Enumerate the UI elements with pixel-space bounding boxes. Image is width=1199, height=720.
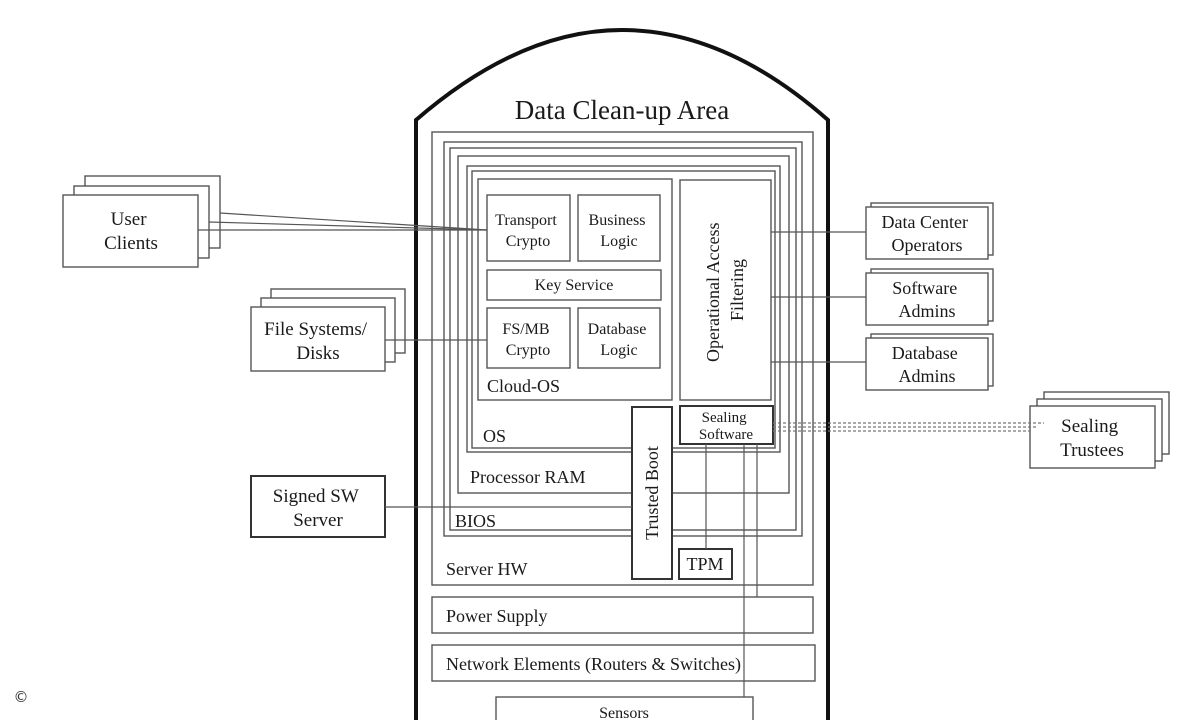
signed-sw-server-label: Signed SW Server [273, 486, 363, 531]
bios-label: BIOS [455, 511, 496, 531]
trusted-boot-box [631, 406, 673, 580]
key-service-box [486, 269, 662, 301]
sensors-box [495, 696, 754, 720]
database-admins-label: Database Admins [892, 343, 962, 386]
power-supply-box [431, 596, 814, 634]
user-clients-box [62, 194, 199, 268]
sealing-trustees-box [1029, 405, 1156, 469]
server-hw-label: Server HW [446, 559, 527, 579]
transport-crypto-label: Transport Crypto [495, 212, 561, 250]
user-clients-link-2 [208, 221, 488, 231]
sealing-trustees-label: Sealing Trustees [1060, 416, 1124, 461]
sealing-software-label: Sealing Software [699, 410, 753, 443]
diagram-title: Data Clean-up Area [515, 95, 729, 125]
transport-crypto-box [486, 194, 571, 262]
software-admins-box [865, 272, 989, 326]
operational-access-filtering-box [679, 179, 772, 401]
data-cleanup-area-boundary [414, 27, 830, 720]
data-center-operators-box [865, 206, 989, 260]
data-center-operators-label: Data Center Operators [882, 212, 973, 255]
business-logic-label: Business Logic [589, 212, 650, 250]
copyright-icon: © [13, 688, 29, 706]
tpm-box [678, 548, 733, 580]
key-service-label: Key Service [535, 277, 614, 294]
trusted-boot-label: Trusted Boot [642, 446, 662, 540]
cloud-os-label: Cloud-OS [487, 376, 560, 396]
fsmb-crypto-box [486, 307, 571, 369]
software-admins-label: Software Admins [892, 278, 961, 321]
sealing-software-box [679, 405, 774, 445]
business-logic-box [577, 194, 661, 262]
file-systems-label: File Systems/ Disks [264, 319, 372, 364]
network-elements-label: Network Elements (Routers & Switches) [446, 654, 741, 675]
network-elements-box [431, 644, 816, 682]
operational-access-filtering-label: Operational Access Filtering [703, 218, 747, 362]
database-logic-label: Database Logic [588, 321, 651, 359]
user-clients-label: User Clients [104, 209, 158, 254]
database-logic-box [577, 307, 661, 369]
sensors-label: Sensors [599, 705, 649, 720]
database-admins-box [865, 337, 989, 391]
user-clients-link-1 [219, 212, 488, 231]
fsmb-crypto-label: FS/MB Crypto [502, 321, 553, 359]
power-supply-label: Power Supply [446, 606, 548, 626]
file-systems-box [250, 306, 386, 372]
tpm-label: TPM [686, 554, 723, 574]
signed-sw-server-box [250, 475, 386, 538]
processor-ram-label: Processor RAM [470, 467, 586, 487]
os-label: OS [483, 426, 506, 446]
